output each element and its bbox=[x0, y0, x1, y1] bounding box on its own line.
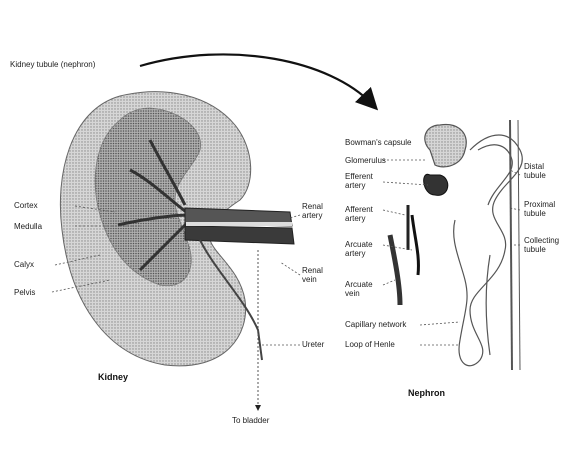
kidney-title: Kidney bbox=[98, 372, 128, 382]
arcuate-artery-shape bbox=[412, 215, 418, 275]
label-pelvis: Pelvis bbox=[14, 288, 35, 297]
label-arcuate-vein: Arcuate vein bbox=[345, 280, 381, 298]
label-to-bladder: To bladder bbox=[232, 416, 269, 425]
label-glomerulus: Glomerulus bbox=[345, 156, 386, 165]
arcuate-vein-shape bbox=[390, 235, 400, 305]
nephron-leader-lines bbox=[383, 160, 520, 345]
label-collecting-tubule: Collecting tubule bbox=[524, 236, 572, 254]
label-proximal-tubule: Proximal tubule bbox=[524, 200, 568, 218]
label-distal-tubule: Distal tubule bbox=[524, 162, 568, 180]
label-capillary-network: Capillary network bbox=[345, 320, 406, 329]
label-medulla: Medulla bbox=[14, 222, 42, 231]
nephron-structure bbox=[425, 120, 523, 370]
label-cortex: Cortex bbox=[14, 201, 38, 210]
label-afferent-artery: Afferent artery bbox=[345, 205, 381, 223]
label-bowmans-capsule: Bowman's capsule bbox=[345, 138, 411, 147]
label-arcuate-artery: Arcuate artery bbox=[345, 240, 381, 258]
label-efferent-artery: Efferent artery bbox=[345, 172, 381, 190]
label-kidney-tubule: Kidney tubule (nephron) bbox=[10, 60, 95, 69]
label-ureter: Ureter bbox=[302, 340, 324, 349]
label-renal-artery: Renal artery bbox=[302, 202, 338, 220]
renal-vessel-band bbox=[186, 222, 292, 226]
label-renal-vein: Renal vein bbox=[302, 266, 338, 284]
label-loop-of-henle: Loop of Henle bbox=[345, 340, 395, 349]
nephron-title: Nephron bbox=[408, 388, 445, 398]
label-calyx: Calyx bbox=[14, 260, 34, 269]
